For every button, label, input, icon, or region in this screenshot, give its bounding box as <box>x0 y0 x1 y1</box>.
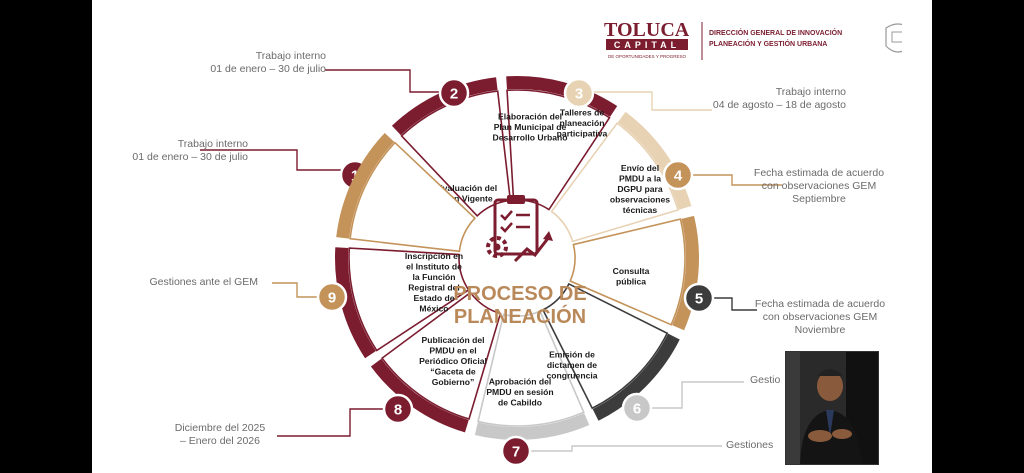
connector-line-4 <box>692 174 782 186</box>
connector-lines <box>200 69 782 452</box>
svg-text:CAPITAL: CAPITAL <box>614 40 680 50</box>
timeline-note-line: Trabajo interno <box>255 50 326 62</box>
segment-arc-9 <box>336 132 395 239</box>
step-number-6: 6 <box>633 401 641 418</box>
segment-7 <box>381 291 502 420</box>
step-badge-7 <box>500 435 532 467</box>
timeline-note-8: Diciembre del 2025– Enero del 2026 <box>160 422 280 448</box>
segment-arc-1 <box>391 77 498 136</box>
svg-text:PLANEACIÓN Y GESTIÓN URBANA: PLANEACIÓN Y GESTIÓN URBANA <box>709 39 827 48</box>
step-number-5: 5 <box>695 291 703 308</box>
center-title-line1: PROCESO DE <box>453 283 586 305</box>
segment-8 <box>348 247 470 352</box>
timeline-note-line: 01 de enero – 30 de julio <box>132 151 248 163</box>
step-number-7: 7 <box>512 444 520 461</box>
step-number-9: 9 <box>328 290 336 307</box>
timeline-note-7: Gestiones <box>726 439 786 452</box>
step-number-8: 8 <box>394 402 402 419</box>
timeline-note-line: Diciembre del 2025 <box>174 422 266 434</box>
timeline-note-line: Trabajo interno <box>775 86 846 98</box>
segment-arc-8 <box>335 247 376 359</box>
segment-9 <box>349 141 476 253</box>
timeline-note-line: – Enero del 2026 <box>180 435 260 447</box>
timeline-note-line: Gestiones ante el GEM <box>149 276 258 288</box>
timeline-note-line: 04 de agosto – 18 de agosto <box>712 99 846 111</box>
planning-clipboard-icon <box>486 195 553 263</box>
segment-arc-2 <box>506 75 618 117</box>
connector-line-1 <box>200 149 342 171</box>
timeline-note-line: con observaciones GEM <box>761 180 877 192</box>
svg-text:DIRECCIÓN GENERAL DE INNOVACIÓ: DIRECCIÓN GENERAL DE INNOVACIÓN <box>709 28 842 37</box>
step-badge-6 <box>621 392 653 424</box>
timeline-note-line: Gestiones <box>726 439 774 451</box>
center-title-line2: PLANEACIÓN <box>454 304 586 328</box>
toluca-logo: TOLUCA CAPITAL DE OPORTUNIDADES Y PROGRE… <box>602 18 911 64</box>
connector-line-2 <box>325 69 440 93</box>
step-badge-3 <box>563 77 595 109</box>
step-number-4: 4 <box>674 168 683 185</box>
step-badge-5 <box>683 282 715 314</box>
step-number-3: 3 <box>575 86 583 103</box>
segment-6 <box>477 310 585 427</box>
logo-graphic: TOLUCA CAPITAL DE OPORTUNIDADES Y PROGRE… <box>604 19 911 60</box>
segment-1 <box>400 90 512 217</box>
timeline-note-line: Noviembre <box>794 324 846 336</box>
connector-line-6 <box>651 381 744 409</box>
timeline-note-line: Trabajo interno <box>177 138 248 150</box>
segment-arc-6 <box>474 413 590 441</box>
step-badge-4 <box>662 159 694 191</box>
segment-arc-7 <box>370 358 469 433</box>
svg-text:TOLUCA: TOLUCA <box>604 19 690 41</box>
segment-3 <box>550 122 679 243</box>
step-badge-8 <box>382 393 414 425</box>
presenter-video <box>786 352 878 464</box>
segment-2 <box>506 89 611 211</box>
timeline-note-line: con observaciones GEM <box>762 311 878 323</box>
segment-arc-5 <box>592 333 680 421</box>
step-badge-9 <box>316 281 348 313</box>
timeline-note-9: Gestiones ante el GEM <box>118 276 258 289</box>
segment-4 <box>569 218 686 326</box>
connector-line-5 <box>713 297 757 311</box>
connector-line-3 <box>593 91 712 111</box>
timeline-note-line: Fecha estimada de acuerdo <box>753 167 885 179</box>
crest-icon <box>885 23 911 53</box>
segment-5 <box>541 282 669 410</box>
connector-line-9 <box>272 282 318 298</box>
svg-text:DE OPORTUNIDADES Y PROGRESO: DE OPORTUNIDADES Y PROGRESO <box>608 54 687 59</box>
timeline-note-6: Gestio <box>750 374 790 387</box>
timeline-note-line: Fecha estimada de acuerdo <box>754 298 886 310</box>
timeline-note-line: Septiembre <box>792 193 846 205</box>
timeline-note-line: Gestio <box>750 374 781 386</box>
center-hub: PROCESO DE PLANEACIÓN <box>453 195 587 328</box>
webcam-overlay <box>785 351 879 465</box>
step-badge-2 <box>438 77 470 109</box>
connector-line-7 <box>530 445 722 452</box>
step-number-2: 2 <box>450 86 458 103</box>
timeline-note-line: 01 de enero – 30 de julio <box>210 63 326 75</box>
connector-line-8 <box>277 408 384 437</box>
